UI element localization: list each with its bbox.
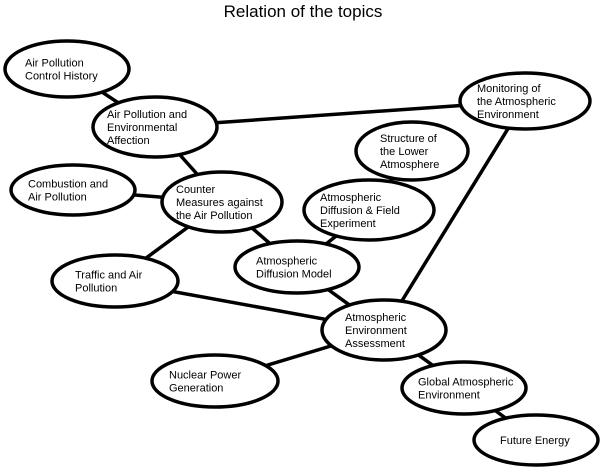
node-history-label-line: Control History <box>25 71 98 83</box>
node-energy-label-line: Future Energy <box>500 435 570 447</box>
node-field-label-line: Diffusion & Field <box>320 205 400 217</box>
node-structure-label-line: the Lower <box>380 146 429 158</box>
node-field-label-line: Experiment <box>320 218 376 230</box>
node-global-ellipse <box>400 360 528 416</box>
node-monitoring-label-line: Environment <box>477 109 539 121</box>
node-structure-label-line: Atmosphere <box>380 159 439 171</box>
node-monitoring-label-line: Monitoring of <box>477 83 542 95</box>
node-nuclear-label-line: Generation <box>169 383 223 395</box>
node-diffusion-ellipse <box>233 239 361 295</box>
node-combustion-label-line: Combustion and <box>28 179 108 191</box>
node-history-ellipse <box>3 39 131 99</box>
node-global-label-line: Environment <box>418 390 480 402</box>
node-counter-label-line: Counter <box>176 184 215 196</box>
edge-monitoring-assessment <box>382 99 527 332</box>
node-combustion-ellipse <box>9 163 137 217</box>
node-monitoring-label-line: the Atmospheric <box>477 96 556 108</box>
node-affection-ellipse <box>91 95 219 159</box>
node-traffic-label-line: Traffic and Air <box>75 270 143 282</box>
node-diffusion-label-line: Diffusion Model <box>256 269 332 281</box>
node-affection-label-line: Air Pollution and <box>107 109 187 121</box>
node-assessment-label-line: Atmospheric <box>345 312 407 324</box>
node-global-label-line: Global Atmospheric <box>418 377 514 389</box>
node-nuclear-label-line: Nuclear Power <box>169 370 241 382</box>
node-structure-ellipse <box>354 120 470 182</box>
node-field-ellipse <box>302 178 436 242</box>
node-field-label-line: Atmospheric <box>320 192 382 204</box>
node-monitoring-ellipse <box>458 71 592 131</box>
node-assessment-label-line: Assessment <box>345 338 405 350</box>
node-assessment-ellipse <box>320 298 448 362</box>
node-traffic-label-line: Pollution <box>75 283 117 295</box>
node-affection-label-line: Affection <box>107 135 150 147</box>
node-structure-label-line: Structure of <box>380 133 438 145</box>
node-counter-ellipse <box>160 170 284 234</box>
node-assessment-label-line: Environment <box>345 325 407 337</box>
node-counter-label-line: Measures against <box>176 197 263 209</box>
node-affection-label-line: Environmental <box>107 122 177 134</box>
node-combustion-label-line: Air Pollution <box>28 192 87 204</box>
diagram-title: Relation of the topics <box>223 2 383 21</box>
node-energy: Future Energy <box>472 413 600 467</box>
node-traffic-ellipse <box>50 253 180 309</box>
node-counter-label-line: the Air Pollution <box>176 210 252 222</box>
node-energy-ellipse <box>472 413 600 467</box>
node-nuclear-ellipse <box>150 353 280 409</box>
node-history-label-line: Air Pollution <box>25 58 84 70</box>
node-diffusion-label-line: Atmospheric <box>256 256 318 268</box>
